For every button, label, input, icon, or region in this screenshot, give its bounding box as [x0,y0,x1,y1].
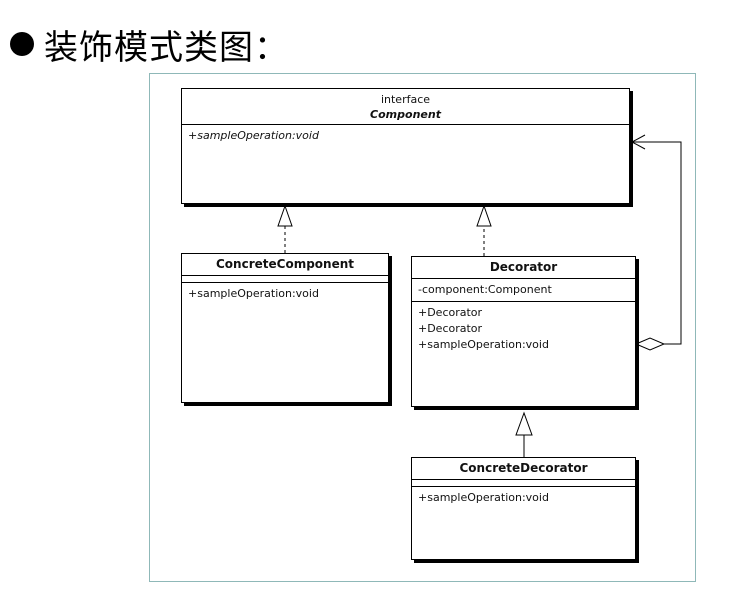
component-operations: +sampleOperation:void [182,125,629,147]
concrete-component-class-box: ConcreteComponent +sampleOperation:void [181,253,389,403]
concrete-decorator-attributes [412,480,635,487]
concrete-decorator-operations: +sampleOperation:void [412,487,635,509]
concrete-component-attributes [182,276,388,283]
component-class-box: interface Component +sampleOperation:voi… [181,88,630,204]
decorator-operation: +Decorator [418,322,483,335]
slide-heading: 装饰模式类图： [10,14,289,74]
decorator-class-box: Decorator -component:Component +Decorato… [411,256,636,407]
component-header: interface Component [182,89,629,125]
concrete-component-name: ConcreteComponent [182,254,388,276]
realization-arrow-concrete-component [277,204,293,253]
concrete-component-operations: +sampleOperation:void [182,283,388,305]
decorator-attribute: -component:Component [418,283,552,296]
component-operation: +sampleOperation:void [188,129,319,142]
aggregation-connector [630,134,682,351]
generalization-arrow-concrete-decorator [515,411,533,457]
decorator-name: Decorator [412,257,635,279]
decorator-operation: +Decorator [418,306,483,319]
component-stereotype: interface [380,93,431,106]
concrete-decorator-name: ConcreteDecorator [412,458,635,480]
decorator-operations: +Decorator +Decorator +sampleOperation:v… [412,302,635,356]
decorator-attributes: -component:Component [412,279,635,302]
decorator-operation: +sampleOperation:void [418,338,549,351]
concrete-decorator-class-box: ConcreteDecorator +sampleOperation:void [411,457,636,560]
realization-arrow-decorator [476,204,492,256]
concrete-component-operation: +sampleOperation:void [188,287,319,300]
component-name: Component [370,108,441,121]
concrete-decorator-operation: +sampleOperation:void [418,491,549,504]
bullet-icon [10,32,34,56]
slide-title: 装饰模式类图： [44,27,289,68]
